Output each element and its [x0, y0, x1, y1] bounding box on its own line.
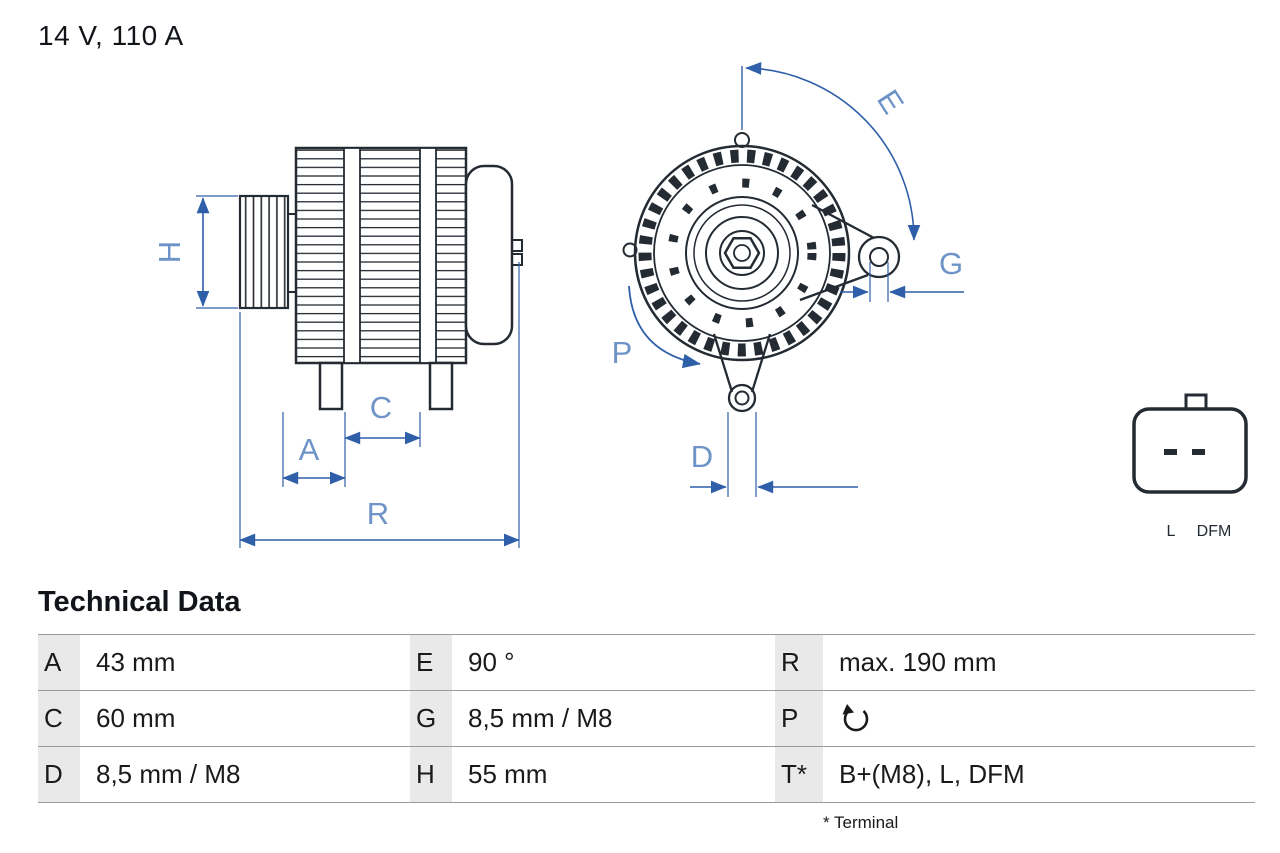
dim-label-h: H — [152, 240, 187, 264]
technical-data-heading: Technical Data — [38, 586, 241, 618]
table-value-a: 43 mm — [96, 647, 176, 677]
dim-label-r: R — [366, 496, 390, 531]
terminal-stud — [511, 239, 523, 252]
terminal-stud2 — [511, 253, 523, 266]
technical-data-section: Technical Data A 43 mm E 90 ° R max. 190… — [38, 586, 1255, 833]
table-key-g: G — [410, 691, 452, 746]
table-key-c: C — [38, 691, 80, 746]
table-row: D 8,5 mm / M8 H 55 mm T* B+(M8), L, DFM — [38, 747, 1255, 803]
table-row: A 43 mm E 90 ° R max. 190 mm — [38, 634, 1255, 691]
connector-pin-label-dfm: DFM — [1196, 523, 1232, 540]
connector-pin-label-l: L — [1166, 523, 1176, 540]
table-value-p — [823, 691, 1255, 746]
table-value-d: 8,5 mm / M8 — [96, 759, 241, 789]
alternator-body — [294, 146, 468, 365]
table-value-t: B+(M8), L, DFM — [839, 759, 1025, 789]
connector-outline — [1132, 407, 1248, 494]
rear-cover — [464, 164, 514, 346]
table-key-h: H — [410, 747, 452, 802]
mounting-lug-bottom — [712, 333, 772, 413]
technical-data-table: A 43 mm E 90 ° R max. 190 mm C 60 mm G 8… — [38, 634, 1255, 803]
pulley — [238, 194, 290, 310]
vent-slot-ring — [638, 149, 846, 357]
mounting-foot-left — [318, 361, 344, 411]
table-key-r: R — [775, 635, 823, 690]
rotation-direction-arrow — [628, 285, 701, 369]
table-key-a: A — [38, 635, 80, 690]
dimension-e-arc — [745, 61, 921, 241]
bolt-boss-left — [343, 147, 361, 364]
dim-label-a: A — [298, 432, 320, 467]
alternator-diagram — [196, 61, 1248, 548]
table-value-r: max. 190 mm — [839, 647, 997, 677]
shaft-nut — [723, 237, 761, 269]
table-key-d: D — [38, 747, 80, 802]
table-key-t: T* — [775, 747, 823, 802]
front-view — [622, 132, 901, 413]
table-row: C 60 mm G 8,5 mm / M8 P — [38, 691, 1255, 747]
front-view-dimensions — [628, 61, 964, 497]
dim-label-d: D — [690, 439, 714, 474]
table-key-e: E — [410, 635, 452, 690]
table-value-c: 60 mm — [96, 703, 176, 733]
connector-plug — [1132, 393, 1248, 494]
table-value-e: 90 ° — [468, 647, 515, 677]
bolt-boss-right — [419, 147, 437, 364]
table-value-g: 8,5 mm / M8 — [468, 703, 613, 733]
table-key-p: P — [775, 691, 823, 746]
left-tab-hole — [622, 242, 638, 258]
side-view-dimensions — [196, 195, 520, 548]
inner-slot-ring — [667, 178, 817, 328]
mounting-foot-right — [428, 361, 454, 411]
dim-label-c: C — [369, 390, 393, 425]
terminal-footnote: * Terminal — [823, 813, 899, 832]
connector-pin-1 — [1164, 449, 1177, 455]
table-value-h: 55 mm — [468, 759, 548, 789]
connector-pin-2 — [1192, 449, 1205, 455]
dim-label-p: P — [611, 335, 633, 370]
dim-label-g: G — [938, 246, 964, 281]
side-view — [238, 146, 523, 411]
page-title: 14 V, 110 A — [38, 20, 184, 51]
rotation-ccw-icon — [842, 703, 869, 731]
